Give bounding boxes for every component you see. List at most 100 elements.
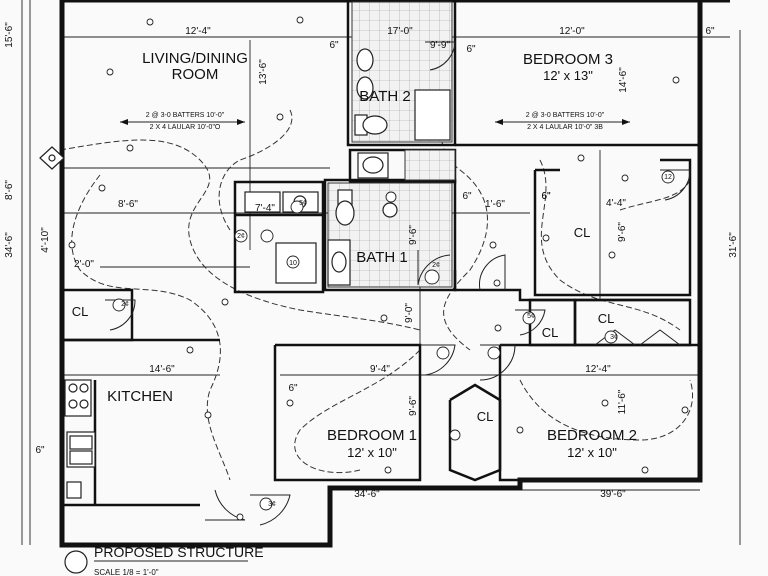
symbol-label: 5¢ [299,200,307,207]
room-label-bedroom2: BEDROOM 2 [547,427,637,444]
dim-label: 9'-6" [408,225,419,245]
outlet-icon [106,68,114,76]
door-swing-icon [639,329,681,346]
title-marker-icon [64,550,88,574]
room-label-bedroom1: BEDROOM 1 [327,427,417,444]
closet-label: CL [598,311,615,326]
room-labels: LIVING/DINING ROOM BATH 2 BEDROOM 3 12' … [72,50,637,460]
header-note: 2 X 4 LAULAR 10'-0"O [150,124,221,131]
sink-icon [382,202,398,218]
ceiling-light-icon [424,269,440,285]
outlet-icon [380,314,388,322]
door-swing-icon [105,299,136,331]
dim-label: 14'-6" [149,364,175,375]
symbol-label: 2¢ [432,262,440,269]
outlet-icon [384,466,392,474]
symbol-label: 3¢ [610,334,618,341]
dim-label: 6" [705,26,715,37]
dim-label: 6" [35,445,45,456]
drawing-scale: SCALE 1/8 = 1'-0" [94,568,159,576]
door-swing-icon [425,41,456,71]
header-note: 2 @ 3-0 BATTERS 10'-0" [526,112,605,119]
dim-label: 1'-6" [485,199,505,210]
header-note: 2 X 4 LAULAR 10'-0" 3B [527,124,603,131]
closet-label: CL [477,409,494,424]
room-label-bath1: BATH 1 [356,249,407,266]
ceiling-light-icon [286,255,300,269]
dim-label: 6" [288,383,298,394]
ceiling-light-icon [259,497,273,511]
door-swing-icon [479,254,506,291]
dimension-labels: 12'-4" 17'-0" 12'-0" 6" 15'-6" 8'-6" 34'… [4,22,739,500]
dim-label: 9'-6" [617,222,628,242]
door-swing-icon [417,250,451,286]
door-swing-icon [660,169,691,201]
door-swing-icon [205,489,246,521]
outlet-icon [577,154,585,162]
closet-label: CL [72,304,89,319]
symbol-label: 12 [664,174,672,181]
dim-label: 6" [462,191,472,202]
door-swing-icon [594,329,636,346]
dim-label: 17'-0" [387,26,413,37]
outlet-icon [494,324,502,332]
dim-label: 4'-10" [40,227,51,253]
ceiling-light-icon [385,191,397,203]
electrical-symbols [68,16,689,521]
dim-label: 9'-0" [404,303,415,323]
sink-icon [356,48,374,72]
dim-label: 15'-6" [4,22,15,48]
dim-label: 34'-6" [354,489,380,500]
room-label-bath2: BATH 2 [359,88,410,105]
outlet-icon [608,251,616,259]
fixtures [64,48,451,499]
door-swing-icon [479,344,516,381]
dim-label: 9'-9" [430,40,450,51]
ceiling-light-icon [234,229,248,243]
room-size-bedroom3: 12' x 13" [543,68,593,83]
door-swing-icon [420,344,456,376]
door-swing-icon [250,494,291,526]
dim-label: 8'-6" [118,199,138,210]
symbol-label: 2¢ [237,233,245,240]
dishwasher-icon [66,481,82,499]
door-swing-icon [515,309,546,336]
outlet-icon [672,76,680,84]
outlet-icon [621,174,629,182]
title-block: PROPOSED STRUCTURE SCALE 1/8 = 1'-0" [64,544,264,576]
dim-label: 6" [541,191,551,202]
drawing-title: PROPOSED STRUCTURE [94,544,264,560]
outlet-icon [236,513,244,521]
closet-label: CL [542,325,559,340]
room-label-living: LIVING/DINING [142,50,248,67]
outlet-icon [493,279,501,287]
ceiling-light-icon [604,330,618,344]
symbol-label: 2¢ [121,301,129,308]
outlet-icon [276,113,284,121]
header-notes: 2 @ 3-0 BATTERS 10'-0" 2 X 4 LAULAR 10'-… [120,112,630,131]
dim-label: 31'-6" [728,232,739,258]
dim-label: 9'-4" [370,364,390,375]
closet-label: CL [574,225,591,240]
ceiling-light-icon [487,346,501,360]
header-note: 2 @ 3-0 BATTERS 10'-0" [146,112,225,119]
dim-label: 13'-6" [258,59,269,85]
outlet-icon [68,241,76,249]
doors [39,41,691,526]
dim-label: 34'-6" [4,232,15,258]
outlet-icon [542,234,550,242]
dim-label: 12'-4" [585,364,611,375]
dim-label: 7'-4" [255,203,275,214]
dim-label: 8'-6" [4,180,15,200]
dim-label: 9'-6" [408,396,419,416]
symbol-label: 10 [289,260,297,267]
outlet-icon [516,426,524,434]
ceiling-light-icon [436,346,450,360]
dim-label: 6" [329,40,339,51]
dim-label: 11'-6" [617,389,628,414]
dim-label: 2'-0" [74,259,94,270]
outlet-icon [601,399,609,407]
shower-bath1 [404,149,456,181]
dim-label: 6" [466,44,476,55]
ceiling-light-icon [260,229,274,243]
